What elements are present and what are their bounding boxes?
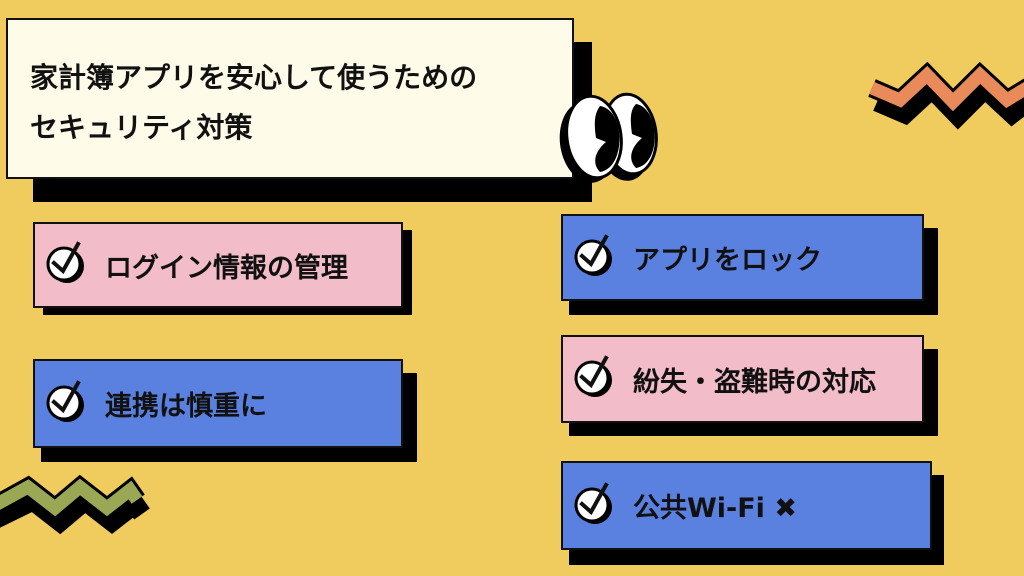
title-line-2: セキュリティ対策 <box>30 111 253 144</box>
check-circle-icon <box>46 379 84 422</box>
zigzag-decoration-orange <box>868 61 1024 130</box>
item-app-lock: アプリをロック <box>561 214 924 301</box>
check-circle-icon <box>574 355 612 397</box>
cartoon-eyes-icon <box>559 92 658 183</box>
zigzag-decoration-green <box>0 474 150 535</box>
item-public-wifi: 公共Wi-Fi ✖ <box>561 461 932 550</box>
item-label: 紛失・盗難時の対応 <box>633 366 876 398</box>
item-login-management: ログイン情報の管理 <box>33 222 403 308</box>
item-loss-theft-response: 紛失・盗難時の対応 <box>561 335 924 423</box>
page-title: 家計簿アプリを安心して使うための セキュリティ対策 <box>30 53 477 153</box>
check-circle-icon <box>46 241 84 283</box>
item-careful-linking: 連携は慎重に <box>33 359 403 448</box>
item-label: ログイン情報の管理 <box>105 252 348 284</box>
title-line-1: 家計簿アプリを安心して使うための <box>30 61 478 94</box>
item-label: アプリをロック <box>633 245 822 276</box>
title-card: 家計簿アプリを安心して使うための セキュリティ対策 <box>6 18 574 179</box>
check-circle-icon <box>574 481 612 524</box>
check-circle-icon <box>574 233 612 276</box>
item-label: 連携は慎重に <box>105 391 267 422</box>
item-label: 公共Wi-Fi ✖ <box>633 493 797 524</box>
